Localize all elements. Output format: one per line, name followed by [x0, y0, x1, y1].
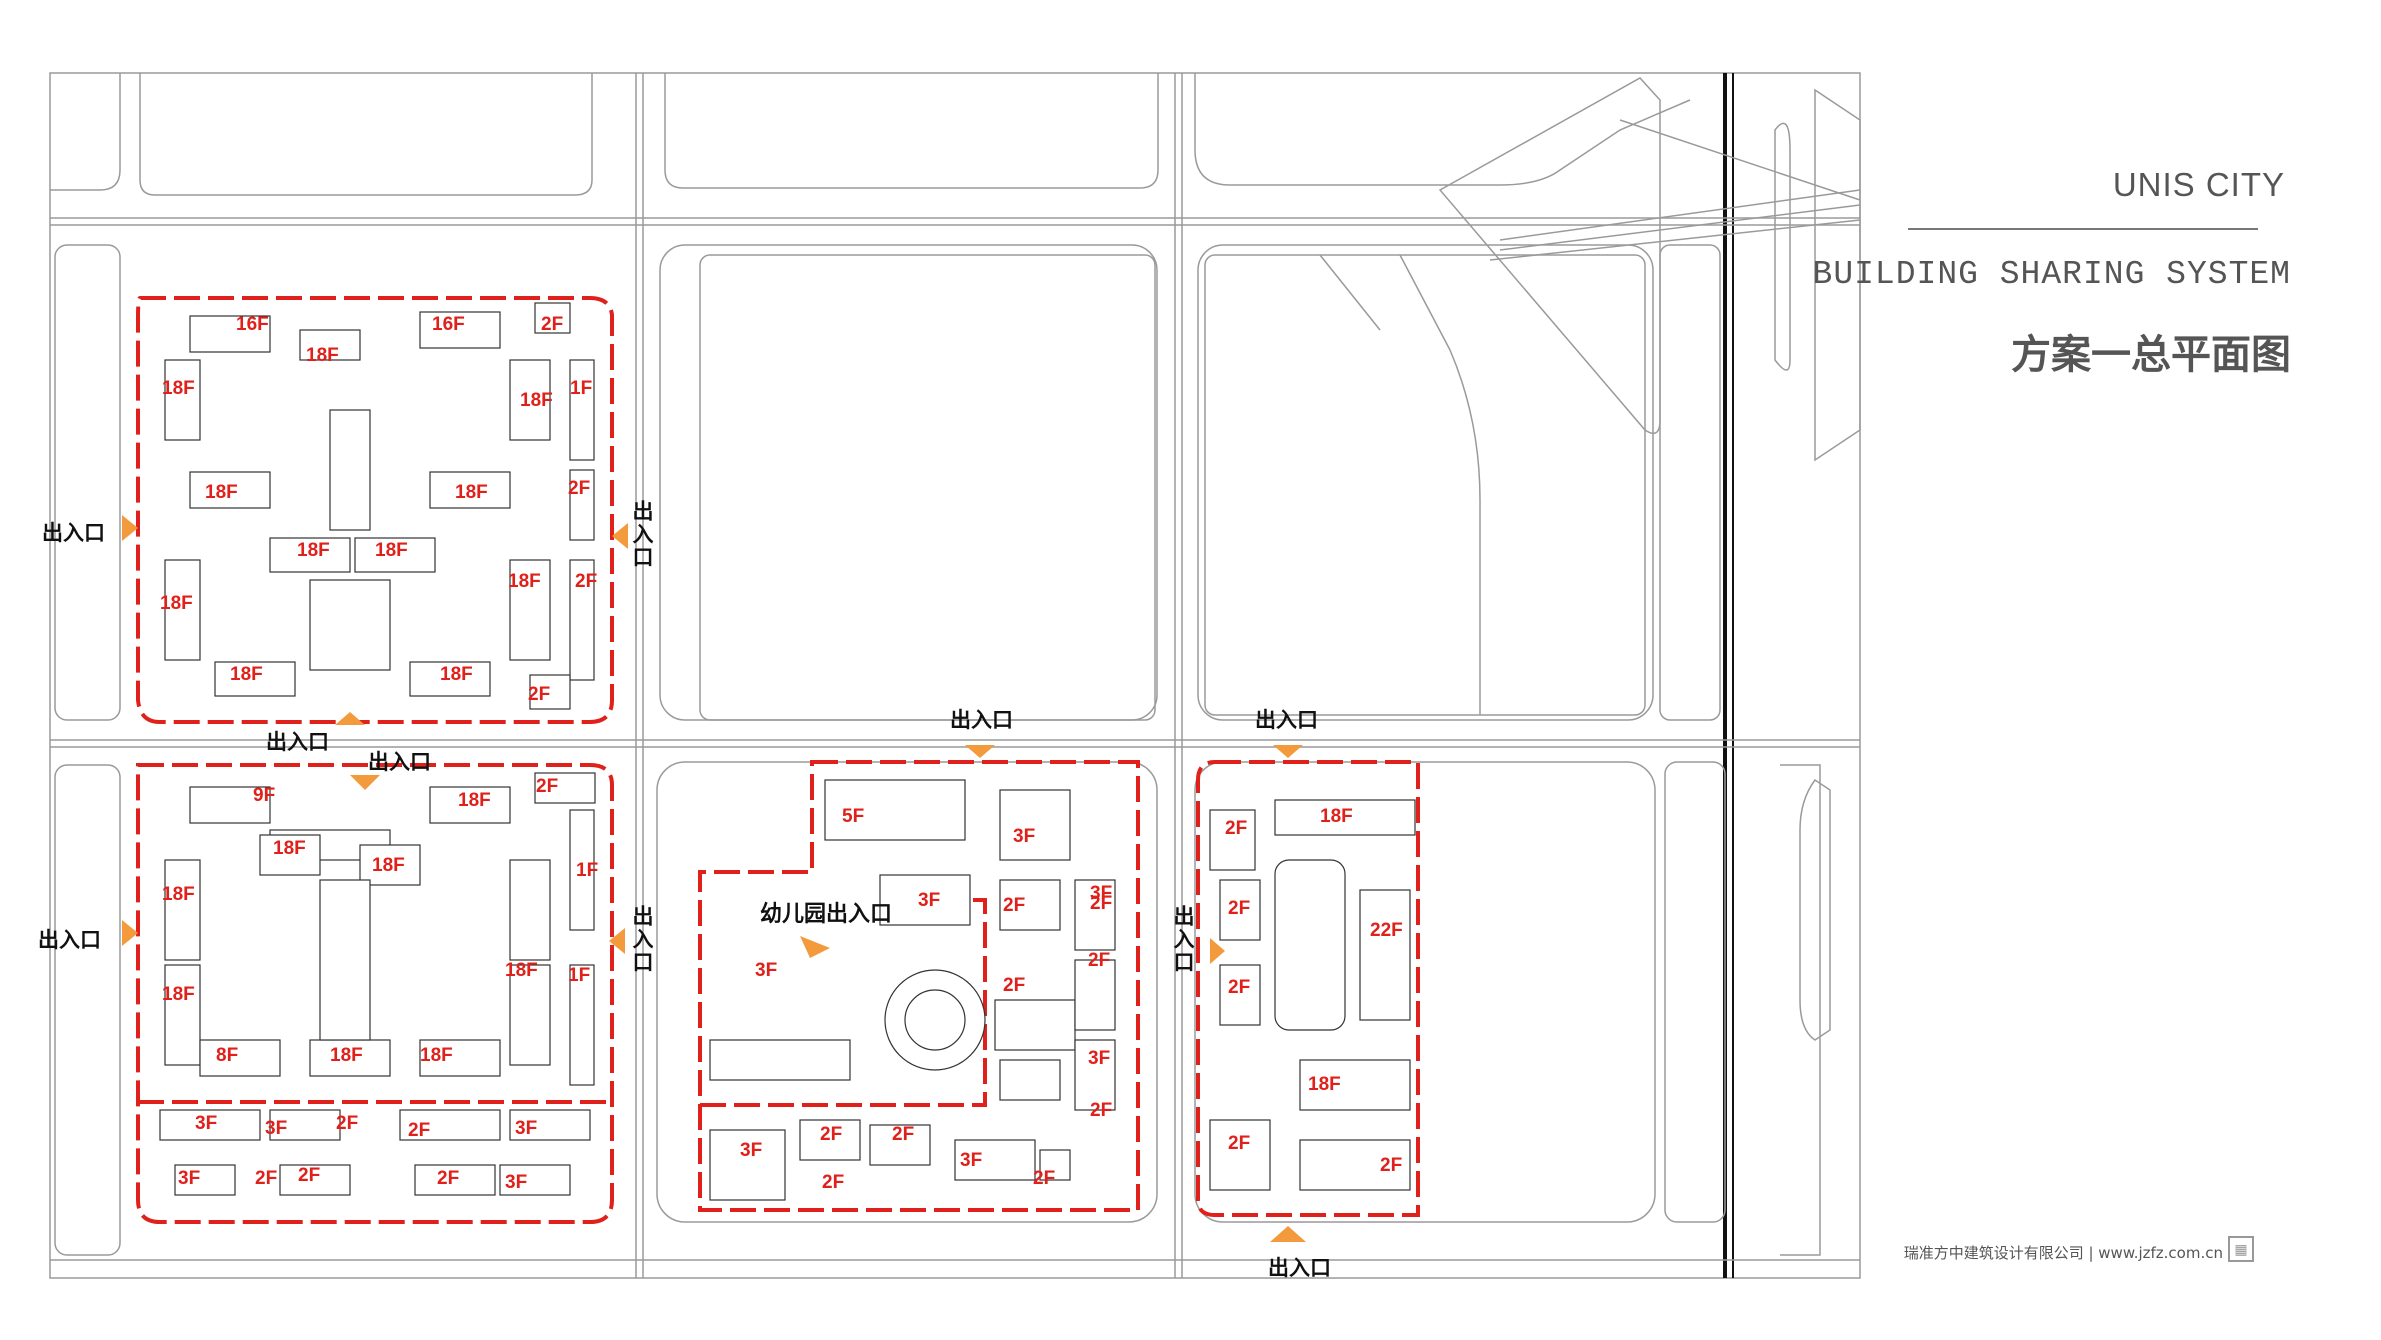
floor-label: 2F — [820, 1124, 843, 1145]
floor-label: 2F — [255, 1168, 278, 1189]
floor-label: 16F — [236, 314, 269, 335]
floor-label: 18F — [162, 984, 195, 1005]
floor-label: 9F — [253, 785, 276, 806]
floor-label: 1F — [570, 378, 593, 399]
redline-center — [698, 760, 1140, 1212]
floor-label: 2F — [822, 1172, 845, 1193]
floor-label: 18F — [306, 345, 339, 366]
brand-title: UNIS CITY — [2112, 166, 2285, 203]
redline-east — [1196, 760, 1420, 1217]
floor-label: 18F — [458, 790, 491, 811]
floor-label: 2F — [1090, 1100, 1113, 1121]
floor-label: 3F — [755, 960, 778, 981]
floor-label: 3F — [740, 1140, 763, 1161]
floor-label: 2F — [437, 1168, 460, 1189]
floor-label: 18F — [420, 1045, 453, 1066]
floor-label: 3F — [515, 1118, 538, 1139]
entrance-label-w-lower: 出入口 — [38, 928, 101, 952]
floor-label: 2F — [336, 1113, 359, 1134]
floor-label: 2F — [1225, 818, 1248, 839]
floor-label: 1F — [576, 860, 599, 881]
floor-label: 3F — [505, 1172, 528, 1193]
floor-label: 2F — [528, 684, 551, 705]
entrance-label-nw-south: 出入口 — [266, 730, 329, 754]
entrance-label-east-west: 出入口 — [1171, 905, 1195, 974]
floor-label: 22F — [1370, 920, 1403, 941]
floor-label: 18F — [440, 664, 473, 685]
floor-label: 18F — [162, 884, 195, 905]
floor-label: 2F — [408, 1120, 431, 1141]
floor-label: 2F — [568, 478, 591, 499]
floor-label: 3F — [1013, 826, 1036, 847]
floor-label: 2F — [1090, 893, 1113, 914]
floor-label: 2F — [1228, 898, 1251, 919]
footer-credit: 瑞准方中建筑设计有限公司 | www.jzfz.com.cn — [1903, 1244, 2223, 1262]
floor-label: 2F — [541, 314, 564, 335]
floor-label: 18F — [205, 482, 238, 503]
floor-label: 3F — [178, 1168, 201, 1189]
kindergarten-entrance-label: 幼儿园出入口 — [760, 902, 893, 927]
floor-label: 3F — [1088, 1048, 1111, 1069]
floor-label: 3F — [1090, 883, 1113, 904]
floor-label: 18F — [505, 960, 538, 981]
floor-label: 3F — [960, 1150, 983, 1171]
floor-label: 2F — [1228, 977, 1251, 998]
floor-label: 18F — [1308, 1074, 1341, 1095]
brand-subtitle: BUILDING SHARING SYSTEM — [1812, 256, 2291, 293]
floor-label: 2F — [298, 1165, 321, 1186]
floor-label: 16F — [432, 314, 465, 335]
floor-label: 3F — [265, 1118, 288, 1139]
company-logo-icon: ▦ — [2228, 1236, 2254, 1262]
floor-label: 3F — [195, 1113, 218, 1134]
floor-label: 2F — [1380, 1155, 1403, 1176]
floor-label: 2F — [1228, 1133, 1251, 1154]
entrance-label-sw-north: 出入口 — [368, 750, 431, 774]
brand-divider — [1908, 228, 2258, 230]
floor-label: 2F — [1088, 950, 1111, 971]
floor-label: 2F — [575, 571, 598, 592]
floor-label: 2F — [1003, 895, 1026, 916]
floor-label: 2F — [1003, 975, 1026, 996]
floor-label: 18F — [508, 571, 541, 592]
floor-label: 18F — [297, 540, 330, 561]
floor-label: 1F — [568, 965, 591, 986]
entrance-label-e-upper: 出入口 — [630, 500, 654, 569]
redline-sw — [136, 763, 614, 1224]
entrance-label-east-north: 出入口 — [1255, 708, 1318, 732]
floor-label: 18F — [520, 390, 553, 411]
floor-label: 5F — [842, 806, 865, 827]
floor-label: 18F — [375, 540, 408, 561]
entrance-label-w-upper: 出入口 — [42, 521, 105, 545]
floor-label: 2F — [1033, 1168, 1056, 1189]
floor-label: 18F — [160, 593, 193, 614]
page-title: 方案一总平面图 — [2011, 332, 2291, 378]
floor-label: 18F — [330, 1045, 363, 1066]
floor-label: 2F — [536, 776, 559, 797]
entrance-arrow-icon — [122, 515, 1306, 1242]
floor-label: 18F — [162, 378, 195, 399]
floor-label: 2F — [892, 1124, 915, 1145]
entrance-label-east-south: 出入口 — [1268, 1256, 1331, 1280]
entrance-label-e-lower: 出入口 — [630, 905, 654, 974]
floor-label: 3F — [918, 890, 941, 911]
floor-label: 18F — [372, 855, 405, 876]
floor-label: 8F — [216, 1045, 239, 1066]
floor-label: 18F — [1320, 806, 1353, 827]
drawing-frame — [49, 72, 1861, 1279]
floor-label: 18F — [230, 664, 263, 685]
floor-label: 18F — [455, 482, 488, 503]
entrance-label-center-north: 出入口 — [950, 708, 1013, 732]
redline-nw — [136, 296, 614, 724]
floor-label: 18F — [273, 838, 306, 859]
